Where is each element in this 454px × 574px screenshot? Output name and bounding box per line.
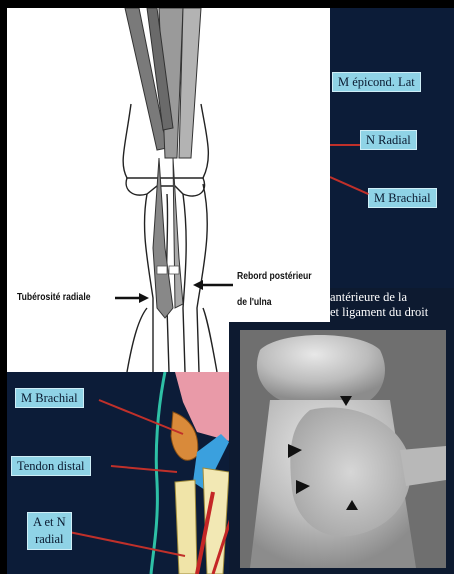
label-m-epicond-lat: M épicond. Lat bbox=[332, 72, 421, 92]
label-rebord-posterieur: Rebord postérieur bbox=[237, 270, 312, 282]
label-tendon-distal: Tendon distal bbox=[11, 456, 91, 476]
anatomy-slide-top: M épicond. Lat N Radial M Brachial bbox=[330, 8, 454, 290]
label-a-et-n-radial-line2: radial bbox=[33, 531, 66, 548]
caption-line-1: antérieure de la bbox=[330, 290, 407, 305]
forearm-bones-drawing bbox=[7, 8, 331, 372]
specimen-photo bbox=[240, 330, 446, 568]
caption-line-2: et ligament du droit bbox=[330, 305, 428, 320]
arrow-to-tuberosity bbox=[115, 293, 149, 303]
caption-strip: antérieure de la et ligament du droit bbox=[330, 288, 454, 322]
label-a-et-n-radial-line1: A et N bbox=[33, 514, 66, 531]
label-m-brachial-bottom: M Brachial bbox=[15, 388, 84, 408]
label-m-brachial-top: M Brachial bbox=[368, 188, 437, 208]
label-de-l-ulna: de l'ulna bbox=[237, 296, 272, 308]
leader-line-n-radial bbox=[330, 144, 360, 146]
anatomy-slide-bottom: M Brachial Tendon distal A et N radial bbox=[7, 372, 233, 574]
arrow-to-ulna-rim bbox=[193, 280, 233, 290]
specimen-bone-image bbox=[240, 330, 446, 568]
label-n-radial: N Radial bbox=[360, 130, 417, 150]
label-tuberosite-radiale: Tubérosité radiale bbox=[17, 291, 91, 303]
label-a-et-n-radial: A et N radial bbox=[27, 512, 72, 550]
forearm-drawing-panel: Tubérosité radiale Rebord postérieur de … bbox=[7, 8, 331, 372]
leader-line-m-brachial bbox=[330, 176, 369, 195]
